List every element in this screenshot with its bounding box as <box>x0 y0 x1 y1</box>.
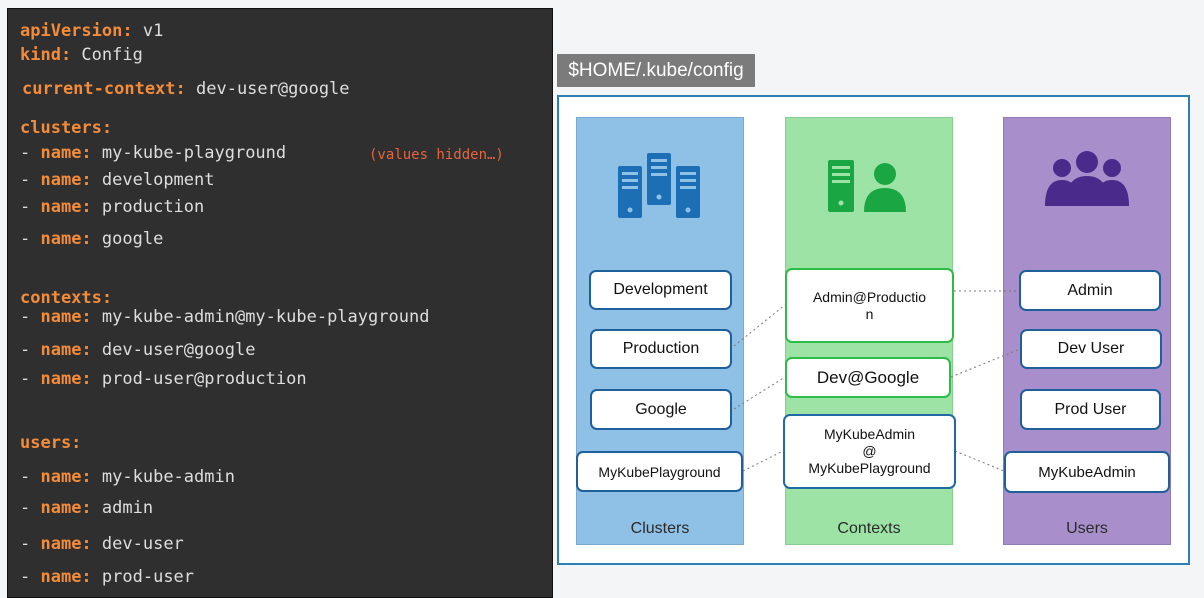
user-box-admin: Admin <box>1019 270 1161 311</box>
cluster-box-mykubeplayground: MyKubePlayground <box>576 451 743 492</box>
code-line: apiVersion: v1 <box>20 21 164 41</box>
link-production-admin-context <box>733 304 786 347</box>
server-user-icon <box>828 160 906 212</box>
cluster-box-google: Google <box>590 389 732 430</box>
users-group-icon <box>1045 151 1129 206</box>
code-line: - name: google <box>20 229 164 249</box>
link-dev-context-dev-user <box>950 348 1021 378</box>
code-line: - name: development <box>20 170 215 190</box>
context-box-dev-google: Dev@Google <box>785 357 951 398</box>
code-line: kind: Config <box>20 45 143 65</box>
cluster-box-production: Production <box>590 329 732 369</box>
values-hidden-note: (values hidden…) <box>369 147 504 163</box>
code-line: - name: prod-user <box>20 567 195 587</box>
user-box-mykubeadmin: MyKubeAdmin <box>1004 451 1170 493</box>
kubeconfig-code-panel: apiVersion: v1 kind: Config current-cont… <box>7 8 553 598</box>
link-mykubeadmin-context-user <box>954 450 1005 472</box>
cluster-box-development: Development <box>589 270 732 310</box>
context-box-admin-production: Admin@Productio n <box>785 268 954 343</box>
config-file-path-label: $HOME/.kube/config <box>557 54 755 87</box>
code-line: - name: admin <box>20 498 154 518</box>
link-google-dev-context <box>733 376 786 410</box>
code-line: clusters: <box>20 118 113 138</box>
clusters-column-title: Clusters <box>630 520 690 537</box>
code-line: - name: dev-user <box>20 534 184 554</box>
context-box-mykubeadmin-mykubeplayground: MyKubeAdmin @ MyKubePlayground <box>783 414 956 489</box>
contexts-column-title: Contexts <box>837 520 901 537</box>
code-line: - name: dev-user@google <box>20 340 256 360</box>
code-line: - name: production <box>20 197 205 217</box>
code-line: users: <box>20 433 82 453</box>
code-line: current-context: dev-user@google <box>22 79 350 99</box>
code-line: contexts: <box>20 288 113 308</box>
code-line: - name: prod-user@production <box>20 369 307 389</box>
code-line: - name: my-kube-admin <box>20 467 235 487</box>
code-line: - name: my-kube-admin@my-kube-playground <box>20 307 430 327</box>
user-box-dev-user: Dev User <box>1020 329 1162 369</box>
code-line: - name: my-kube-playground <box>20 143 287 163</box>
user-box-prod-user: Prod User <box>1020 389 1161 430</box>
users-column-title: Users <box>1066 520 1108 537</box>
link-playground-mykubeadmin-context <box>742 450 784 472</box>
server-cluster-icon <box>618 153 700 218</box>
